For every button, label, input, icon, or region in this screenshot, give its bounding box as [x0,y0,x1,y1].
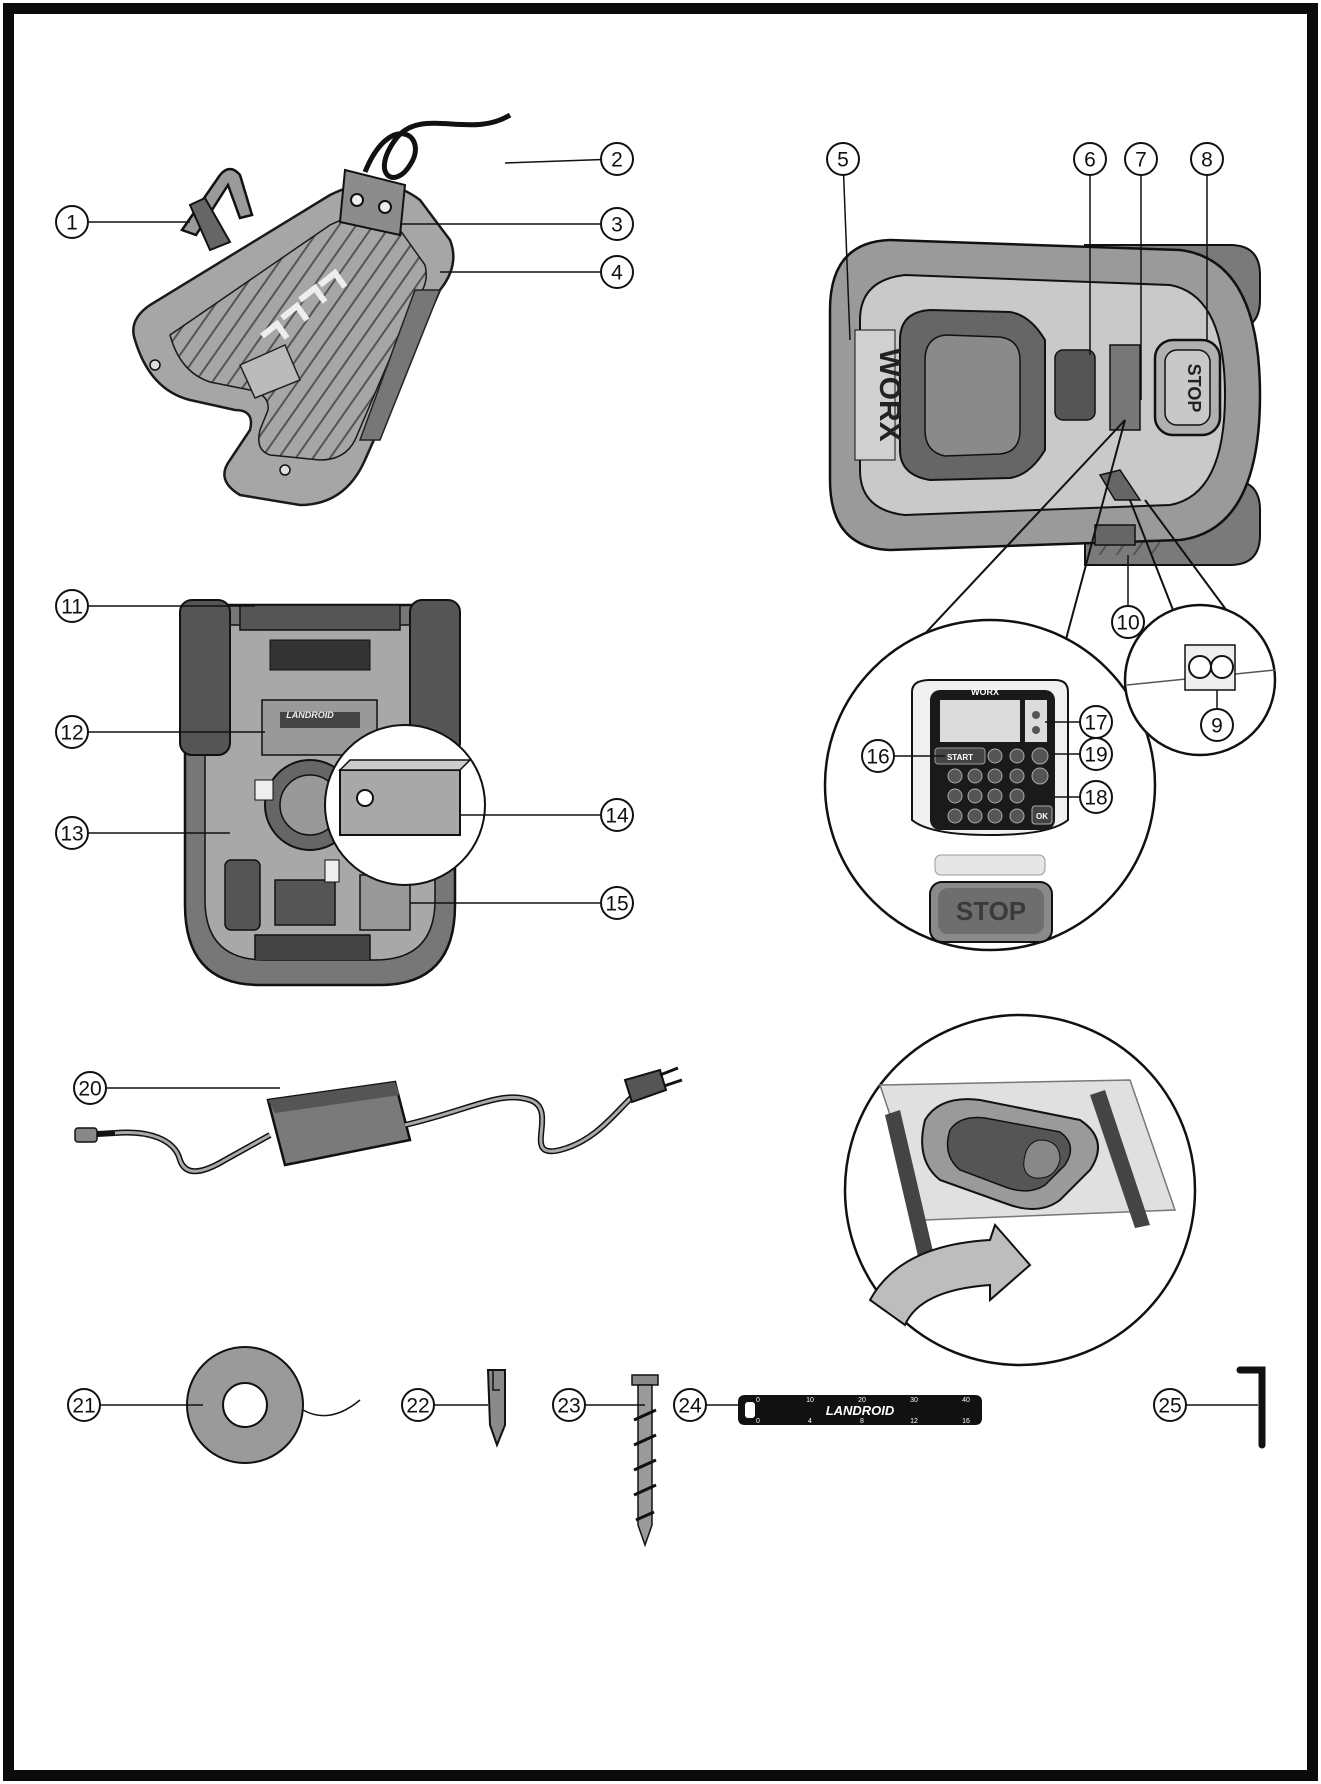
callout-number: 21 [72,1395,95,1418]
mower-top-view [828,238,1262,566]
charging-base [132,112,512,507]
callout-2: 2 [600,142,634,176]
page-frame [3,3,1318,1781]
contacts-zoom [1123,499,1277,757]
base-screw [631,1374,659,1548]
callout-number: 22 [406,1395,429,1418]
gauge-bottom-tick-3: 12 [910,1418,918,1425]
callout-number: 19 [1084,744,1107,767]
callout-number: 4 [611,262,623,285]
panel-ok-key: OK [1036,812,1048,821]
docking-zoom [843,1013,1197,1367]
callout-number: 13 [60,823,83,846]
callout-12: 12 [55,715,89,749]
callout-number: 15 [605,893,628,916]
callout-3: 3 [600,207,634,241]
callout-20: 20 [73,1071,107,1105]
callout-number: 12 [60,722,83,745]
callout-number: 14 [605,805,629,828]
callout-22: 22 [401,1388,435,1422]
gauge-top-tick-4: 40 [962,1397,970,1404]
callout-23: 23 [552,1388,586,1422]
callout-8: 8 [1190,142,1224,176]
blade-zoom [324,724,486,886]
power-supply [74,1066,683,1175]
callout-number: 17 [1084,712,1107,735]
stop-button-label: STOP [1184,364,1204,413]
callout-25: 25 [1153,1388,1187,1422]
panel-start-key: START [947,753,973,762]
callout-1: 1 [55,205,89,239]
keypad-keys [947,747,1053,825]
gauge-bottom-tick-4: 16 [962,1418,970,1425]
boundary-wire-roll [186,1346,361,1464]
callout-number: 20 [78,1078,101,1101]
leader-line-5 [842,158,851,341]
callout-13: 13 [55,816,89,850]
callout-number: 7 [1135,149,1147,172]
callout-number: 11 [61,596,83,619]
callout-number: 2 [611,149,623,172]
gauge-top-tick-2: 20 [858,1397,866,1404]
control-panel-zoom [823,419,1157,952]
callout-number: 18 [1084,787,1107,810]
gauge-top-tick-1: 10 [806,1397,814,1404]
callout-15: 15 [600,886,634,920]
callout-21: 21 [67,1388,101,1422]
callout-16: 16 [861,739,895,773]
callout-number: 3 [611,214,623,237]
callout-11: 11 [55,589,89,623]
brand-logo: WORX [873,348,906,441]
hex-key [1236,1366,1266,1449]
callout-number: 25 [1158,1395,1181,1418]
gauge-bottom-tick-0: 0 [756,1418,760,1425]
wire-peg [486,1369,506,1448]
callout-number: 24 [678,1395,702,1418]
panel-brand: WORX [971,687,999,697]
callout-number: 1 [66,212,78,235]
callout-9: 9 [1200,708,1234,742]
callout-6: 6 [1073,142,1107,176]
gauge-bottom-tick-2: 8 [860,1418,864,1425]
callout-number: 5 [837,149,849,172]
callout-10: 10 [1111,605,1145,639]
callout-number: 8 [1201,149,1213,172]
callout-4: 4 [600,255,634,289]
gauge-top-tick-3: 30 [910,1397,918,1404]
leader-line-2 [504,158,618,164]
callout-number: 23 [557,1395,580,1418]
callout-17: 17 [1079,705,1113,739]
cutting-disk-label: LANDROID [286,710,334,720]
callout-18: 18 [1079,780,1113,814]
gauge-bottom-tick-1: 4 [808,1418,812,1425]
callout-number: 10 [1116,612,1139,635]
callout-7: 7 [1124,142,1158,176]
gauge-top-tick-0: 0 [756,1397,760,1404]
callout-number: 9 [1211,715,1223,738]
stop-button-zoom-label: STOP [956,896,1026,926]
callout-14: 14 [600,798,634,832]
callout-19: 19 [1079,737,1113,771]
gauge-brand: LANDROID [826,1403,895,1418]
callout-5: 5 [826,142,860,176]
measuring-gauge [738,1395,982,1425]
callout-number: 16 [866,746,889,769]
callout-24: 24 [673,1388,707,1422]
callout-number: 6 [1084,149,1096,172]
